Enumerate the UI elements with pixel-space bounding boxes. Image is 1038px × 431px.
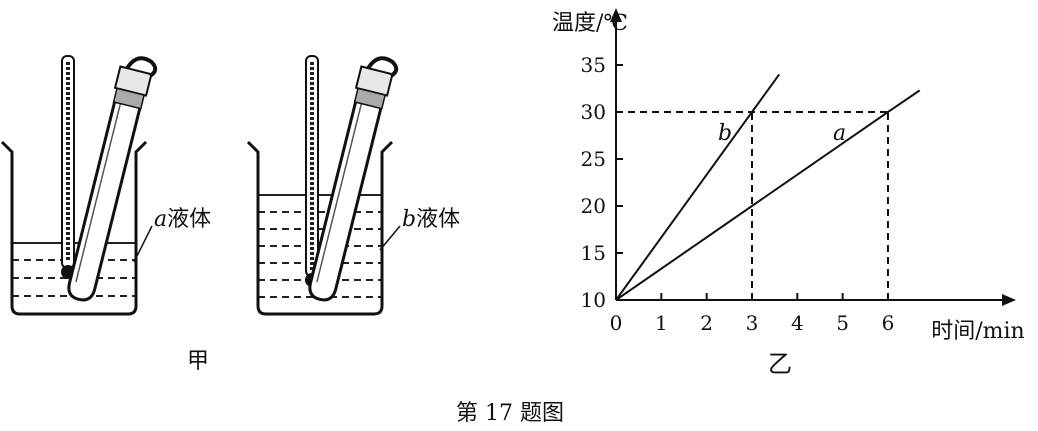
x-tick-label: 2: [700, 311, 713, 335]
series-label-b: b: [718, 121, 732, 146]
panel-yi-label: 乙: [768, 350, 792, 378]
beaker-b: [246, 140, 394, 316]
y-tick-label: 25: [581, 147, 606, 171]
label-a-leader: [133, 225, 153, 263]
label-b-leader: [379, 225, 401, 251]
series-line-b: [615, 73, 780, 301]
x-tick-label: 6: [882, 311, 895, 335]
y-tick-label: 35: [581, 53, 606, 77]
x-ticks: 0 1 2 3 4 5 6: [610, 293, 895, 335]
label-b-text: 液体: [416, 207, 460, 232]
panel-jia-label: 甲: [187, 349, 209, 374]
x-axis-label: 时间/min: [931, 319, 1024, 344]
x-tick-label: 0: [610, 311, 623, 335]
x-tick-label: 4: [791, 311, 804, 335]
label-a-letter: a: [154, 207, 167, 232]
x-tick-label: 1: [655, 311, 668, 335]
figure-caption: 第 17 题图: [456, 401, 564, 426]
label-b-letter: b: [402, 207, 416, 232]
series-line-a: [615, 89, 921, 301]
x-tick-label: 5: [836, 311, 849, 335]
y-tick-label: 20: [581, 194, 606, 218]
y-tick-label: 10: [581, 288, 606, 312]
y-tick-label: 15: [581, 241, 606, 265]
y-axis-arrow: [610, 8, 622, 22]
y-ticks: 10 15 20 25 30 35: [581, 53, 623, 312]
test-tube-a: [67, 56, 158, 302]
x-tick-label: 3: [746, 311, 759, 335]
x-axis-arrow: [1002, 294, 1016, 306]
y-tick-label: 30: [581, 100, 606, 124]
label-a: a液体: [154, 207, 211, 232]
series-label-a: a: [833, 121, 846, 146]
thermometer-a: [61, 55, 75, 279]
series-lines: ab: [615, 73, 921, 301]
test-tube-b: [308, 56, 399, 302]
label-a-text: 液体: [167, 207, 211, 232]
beaker-a-setup: a液体: [0, 55, 211, 316]
beaker-a: [0, 140, 148, 316]
beaker-b-setup: b液体: [246, 55, 460, 316]
label-b: b液体: [402, 207, 460, 232]
y-axis-label: 温度/℃: [552, 11, 628, 36]
